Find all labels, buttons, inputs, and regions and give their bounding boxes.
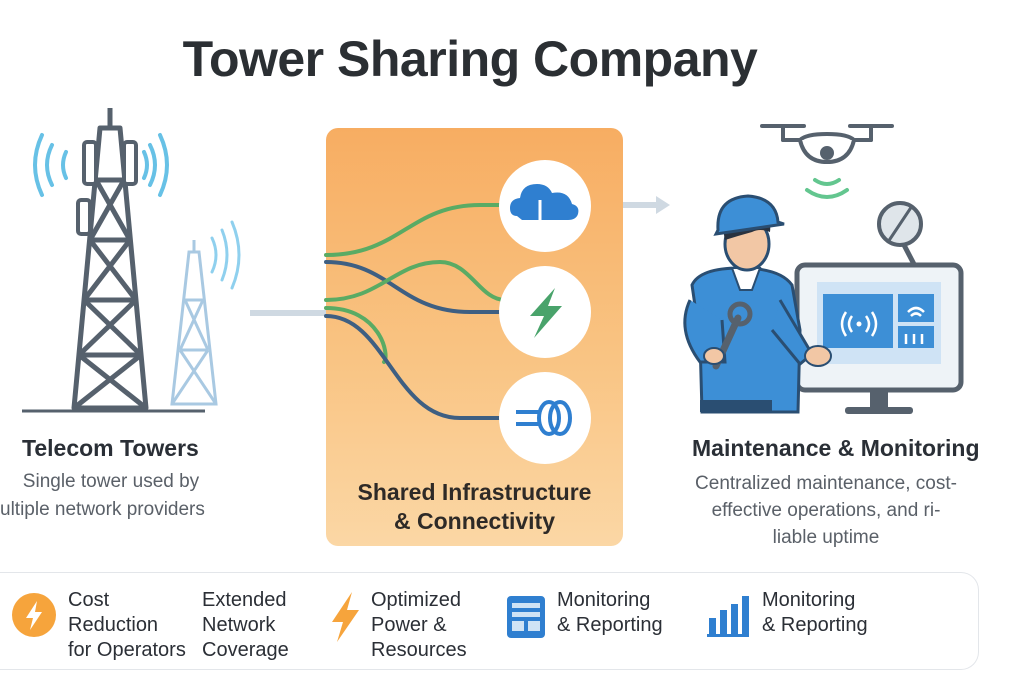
- small-signal-waves-icon: [210, 220, 241, 290]
- drone-icon: [760, 124, 894, 165]
- telecom-towers-heading: Telecom Towers: [22, 435, 199, 461]
- feature-extended-coverage-label: Extended Network Coverage: [202, 589, 289, 661]
- satellite-dish-icon: [877, 201, 923, 270]
- arrow-right-icon: [623, 196, 670, 214]
- signal-waves-left-icon: [33, 133, 68, 197]
- shared-infrastructure-label-line1: Shared Infrastructure: [357, 479, 592, 505]
- cable-connector-icon: [499, 372, 591, 464]
- lightning-bolt-icon: [332, 592, 359, 642]
- feature-cost-reduction-label: Cost Reduction for Operators: [68, 589, 186, 661]
- lightning-coin-icon: [12, 593, 56, 637]
- monitor-icon: [794, 262, 964, 414]
- wrench-icon: [703, 301, 753, 370]
- telecom-towers-description-line1: Single tower used by: [22, 471, 200, 492]
- shared-infrastructure-label-line2: & Connectivity: [393, 508, 556, 534]
- antenna-panels-icon: [76, 140, 138, 236]
- lightning-icon: [499, 266, 591, 358]
- feature-monitoring-reporting-2-label: Monitoring & Reporting: [762, 589, 868, 636]
- maintenance-description-line3: liable uptime: [772, 527, 880, 548]
- main-tower-icon: [71, 108, 149, 411]
- telecom-towers-description-line2: ultiple network providers: [0, 499, 205, 520]
- network-cables: [324, 203, 507, 420]
- shared-infrastructure-label: Shared Infrastructure & Connectivity: [326, 478, 623, 536]
- maintenance-description-line2: effective operations, and ri-: [711, 500, 941, 521]
- signal-waves-right-icon: [142, 133, 169, 197]
- maintenance-description-line1: Centralized maintenance, cost-: [695, 473, 957, 494]
- drone-signal-icon: [805, 178, 849, 199]
- feature-monitoring-reporting-label: Monitoring & Reporting: [557, 589, 663, 636]
- features-bar: [0, 572, 979, 670]
- bar-chart-icon: [707, 596, 749, 637]
- maintenance-monitoring-heading: Maintenance & Monitoring: [692, 435, 980, 461]
- cloud-icon: [499, 160, 591, 252]
- small-tower-icon: [170, 240, 218, 406]
- feature-optimized-power-label: Optimized Power & Resources: [371, 589, 467, 661]
- dashboard-icon: [507, 596, 545, 638]
- page-title: Tower Sharing Company: [182, 31, 758, 87]
- technician-icon: [683, 194, 832, 414]
